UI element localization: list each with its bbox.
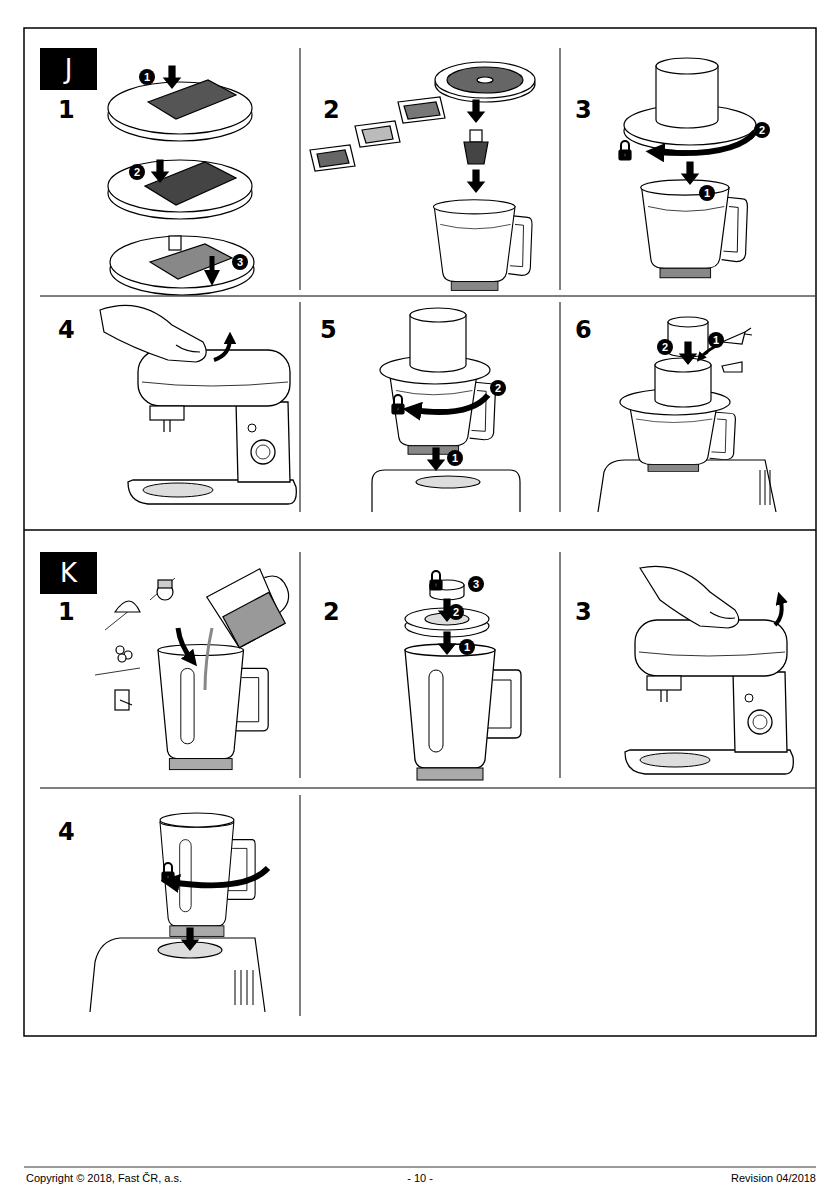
step-number: 2	[323, 98, 340, 122]
callout-digit: 1	[144, 72, 150, 83]
callout-digit: 1	[464, 642, 470, 653]
callout-circle	[459, 639, 475, 655]
mixer-illustration	[625, 566, 793, 774]
blender-illustration	[90, 813, 268, 1012]
section-letter: K	[60, 560, 77, 586]
callout-digit: 1	[452, 453, 458, 464]
section-tab: J	[40, 48, 97, 90]
blender-illustration	[405, 571, 521, 780]
callout-circle	[448, 604, 464, 620]
callout-number: 2	[448, 604, 464, 620]
bowl-illustration	[310, 62, 535, 290]
step-number: 4	[58, 318, 75, 342]
callout-digit: 2	[453, 607, 459, 618]
callout-number: 1	[459, 639, 475, 655]
callout-number: 2	[490, 380, 506, 396]
callout-number: 1	[447, 450, 463, 466]
callout-circle	[490, 380, 506, 396]
callout-digit: 3	[473, 579, 479, 590]
callout-digit: 1	[713, 335, 719, 346]
callout-circle	[699, 185, 715, 201]
callout-circle	[139, 69, 155, 85]
disc-illustration	[108, 66, 254, 295]
section-tab: K	[40, 552, 97, 594]
callout-circle	[468, 576, 484, 592]
step-number: 3	[575, 98, 592, 122]
callout-circle	[657, 339, 673, 355]
callout-digit: 2	[495, 383, 501, 394]
callout-circle	[232, 254, 248, 270]
callout-circle	[447, 450, 463, 466]
callout-circle	[754, 122, 770, 138]
callout-digit: 1	[704, 188, 710, 199]
callout-digit: 2	[759, 125, 765, 136]
step-number: 5	[320, 318, 337, 342]
callout-number: 2	[129, 164, 145, 180]
callout-number: 2	[754, 122, 770, 138]
callout-number: 2	[657, 339, 673, 355]
step-number: 3	[575, 600, 592, 624]
mixer-illustration	[100, 305, 296, 504]
step-number: 1	[58, 600, 75, 624]
blender-illustration	[95, 562, 301, 770]
bowl-illustration	[619, 58, 756, 278]
step-number: 1	[58, 98, 75, 122]
footer-text: Copyright © 2018, Fast ČR, a.s.	[26, 1173, 182, 1184]
callout-number: 1	[708, 332, 724, 348]
callout-circle	[129, 164, 145, 180]
callout-circle	[708, 332, 724, 348]
section-letter: J	[65, 56, 73, 82]
bowl-illustration	[372, 308, 520, 512]
callout-digit: 2	[662, 342, 668, 353]
step-number: 2	[323, 600, 340, 624]
bowl-illustration	[598, 317, 776, 512]
footer-text: - 10 -	[407, 1173, 433, 1184]
callout-number: 3	[232, 254, 248, 270]
panel-frame	[24, 28, 816, 1167]
step-number: 4	[58, 820, 75, 844]
footer-text: Revision 04/2018	[731, 1173, 816, 1184]
callout-number: 1	[139, 69, 155, 85]
callout-number: 3	[468, 576, 484, 592]
callout-digit: 2	[134, 167, 140, 178]
callout-number: 1	[699, 185, 715, 201]
step-number: 6	[575, 318, 592, 342]
callout-digit: 3	[237, 257, 243, 268]
